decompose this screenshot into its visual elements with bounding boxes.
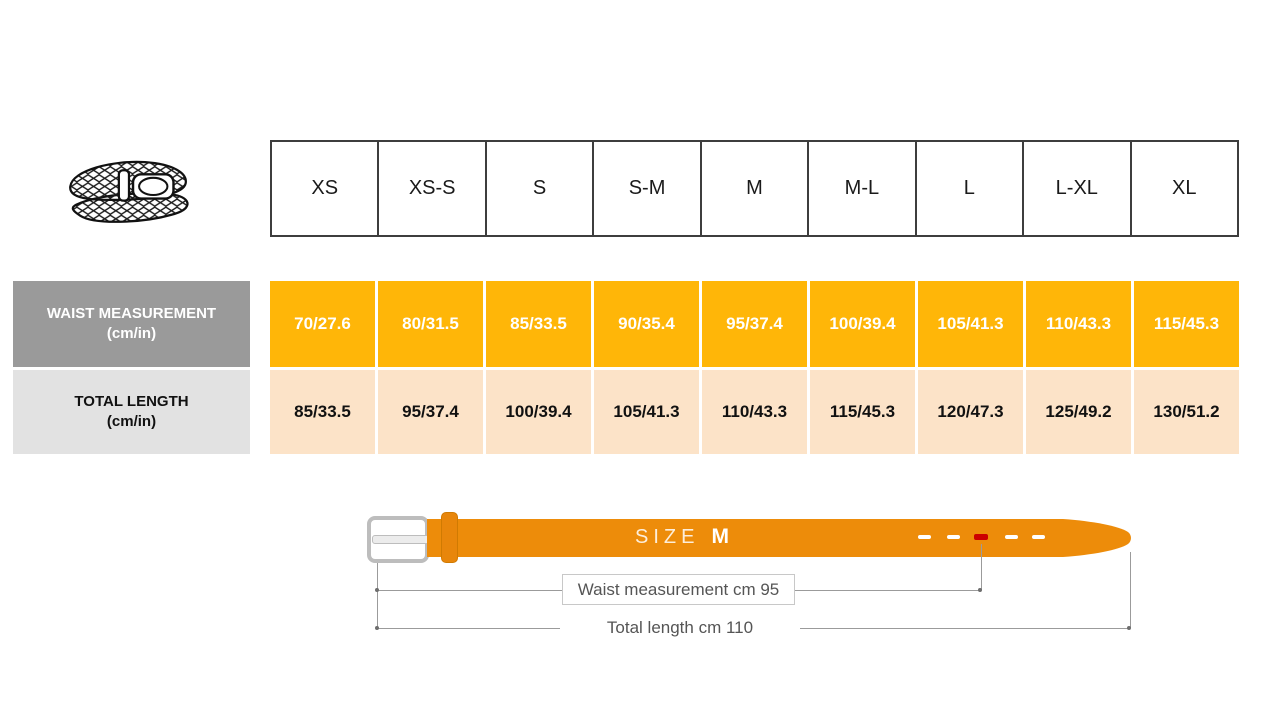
dimension-end-dot bbox=[375, 626, 379, 630]
length-value-cell: 130/51.2 bbox=[1134, 370, 1239, 454]
length-value-cell: 85/33.5 bbox=[270, 370, 375, 454]
waist-value-cell: 85/33.5 bbox=[486, 281, 591, 367]
size-column-header-l: L bbox=[914, 142, 1022, 235]
size-header-row: XS XS-S S S-M M M-L L L-XL XL bbox=[270, 140, 1239, 237]
guide-line-selected-hole bbox=[981, 544, 982, 590]
size-column-header-xs-s: XS-S bbox=[377, 142, 484, 235]
total-length-row-label-title: TOTAL LENGTH bbox=[74, 392, 189, 410]
waist-value-cell: 95/37.4 bbox=[702, 281, 807, 367]
waist-row-label-title: WAIST MEASUREMENT bbox=[46, 304, 217, 322]
waist-row: 70/27.6 80/31.5 85/33.5 90/35.4 95/37.4 … bbox=[270, 281, 1239, 367]
size-value: M bbox=[711, 525, 729, 548]
size-column-header-xl: XL bbox=[1129, 142, 1237, 235]
length-value-cell: 105/41.3 bbox=[594, 370, 699, 454]
size-column-header-s-m: S-M bbox=[592, 142, 699, 235]
waist-value-cell: 70/27.6 bbox=[270, 281, 375, 367]
length-value-cell: 120/47.3 bbox=[918, 370, 1023, 454]
length-value-cell: 95/37.4 bbox=[378, 370, 483, 454]
length-value-cell: 110/43.3 bbox=[702, 370, 807, 454]
size-column-header-s: S bbox=[484, 142, 592, 235]
belt-strap bbox=[427, 519, 1131, 557]
size-column-header-xs: XS bbox=[311, 177, 339, 199]
size-column-header-l-xl: L-XL bbox=[1022, 142, 1129, 235]
waist-value-cell: 90/35.4 bbox=[594, 281, 699, 367]
belt-hole bbox=[1005, 535, 1018, 539]
waist-row-label-unit: (cm/in) bbox=[106, 325, 157, 342]
dimension-end-dot bbox=[1127, 626, 1131, 630]
length-value-cell: 115/45.3 bbox=[810, 370, 915, 454]
belt-hole bbox=[1032, 535, 1045, 539]
belt-art-keeper bbox=[117, 169, 131, 202]
belt-hole bbox=[947, 535, 960, 539]
waist-dimension-label: Waist measurement cm 95 bbox=[562, 574, 795, 605]
belt-keeper bbox=[441, 512, 458, 563]
length-value-cell: 100/39.4 bbox=[486, 370, 591, 454]
size-column-header-m: M bbox=[699, 142, 807, 235]
size-column-header-m-l: M-L bbox=[807, 142, 914, 235]
dimension-end-dot bbox=[375, 588, 379, 592]
length-value-cell: 125/49.2 bbox=[1026, 370, 1131, 454]
waist-value-cell: 115/45.3 bbox=[1134, 281, 1239, 367]
guide-line-tip bbox=[1130, 552, 1131, 628]
waist-value-cell: 80/31.5 bbox=[378, 281, 483, 367]
dimension-end-dot bbox=[978, 588, 982, 592]
waist-value-cell: 100/39.4 bbox=[810, 281, 915, 367]
size-label: SIZE bbox=[635, 525, 700, 548]
total-length-dimension-label: Total length cm 110 bbox=[560, 615, 800, 641]
waist-value-cell: 110/43.3 bbox=[1026, 281, 1131, 367]
total-length-row-label: TOTAL LENGTH (cm/in) bbox=[13, 370, 250, 454]
belt-hole bbox=[918, 535, 931, 539]
belt-size-text: SIZE M bbox=[597, 524, 767, 550]
belt-hole-selected bbox=[974, 534, 988, 540]
waist-row-label: WAIST MEASUREMENT (cm/in) bbox=[13, 281, 250, 367]
total-length-row: 85/33.5 95/37.4 100/39.4 105/41.3 110/43… bbox=[270, 370, 1239, 454]
braided-belt-image bbox=[69, 160, 189, 223]
waist-value-cell: 105/41.3 bbox=[918, 281, 1023, 367]
total-length-row-label-unit: (cm/in) bbox=[106, 413, 157, 430]
belt-buckle-prong bbox=[372, 535, 430, 544]
guide-line-buckle bbox=[377, 563, 378, 628]
